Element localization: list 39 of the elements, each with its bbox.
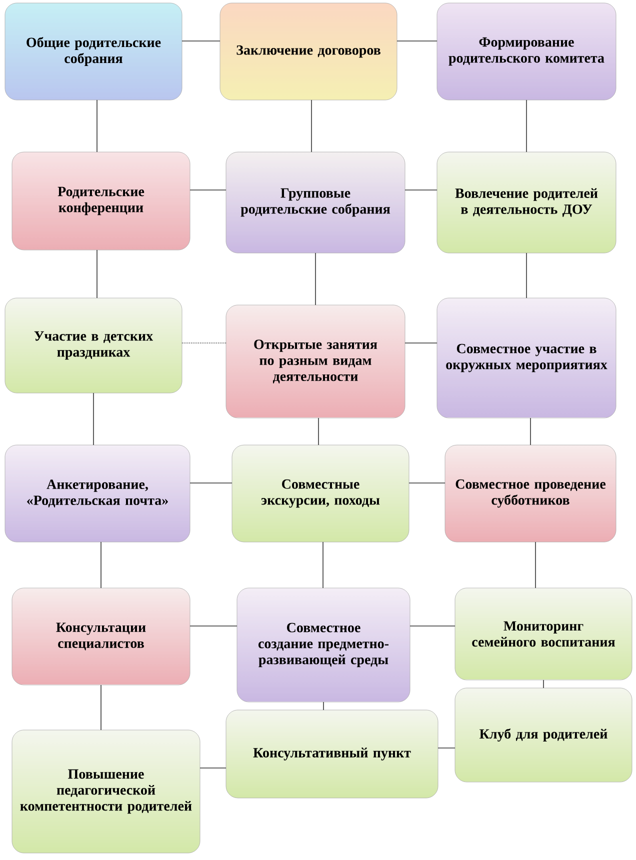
activity-box: Заключение договоров [220,2,398,100]
connector-line [96,100,98,152]
connector-line [526,100,527,152]
activity-box: Открытые занятия по разным видам деятельности [226,304,406,418]
connector-line [315,252,316,306]
activity-box: Совместное проведение субботников [444,444,616,542]
activity-box: Родительские конференции [12,152,190,250]
connector-line [93,392,94,446]
activity-box: Мониторинг семейного воспитания [454,588,632,680]
activity-box: Вовлечение родителей в деятельность ДОУ [436,152,616,254]
connector-line [100,542,102,588]
connector-line [535,542,536,588]
activity-box: Общие родительские собрания [4,2,182,100]
connector-line [311,100,312,152]
connector-line [322,542,324,588]
connector-line [543,680,544,688]
connector-line [182,342,226,344]
connector-line [323,702,324,710]
activity-box: Совместные экскурсии, походы [232,444,410,542]
activity-box: Повышение педагогической компетентности родителей [12,730,200,854]
activity-box: Клуб для родителей [454,688,632,782]
activity-box: Формирование родительского комитета [436,2,616,100]
activity-box: Совместное участие в окружных мероприятиях [436,298,616,418]
activity-box: Анкетирование, «Родительская почта» [4,444,190,542]
connector-line [182,40,220,42]
connector-line [100,684,102,730]
connector-line [318,418,319,446]
activity-box: Консультативный пункт [226,710,438,798]
activity-box: Консультации специалистов [12,588,190,686]
connector-line [396,40,438,42]
connector-line [404,342,438,344]
connector-line [526,252,527,298]
connector-line [530,418,531,446]
connector-line [96,250,98,298]
activity-box: Групповые родительские собрания [226,152,406,254]
connector-line [190,482,232,484]
activity-box: Участие в детских праздниках [4,298,182,394]
activity-box: Совместное создание предметно-развивающей среды [236,588,410,702]
connector-line [408,482,446,484]
